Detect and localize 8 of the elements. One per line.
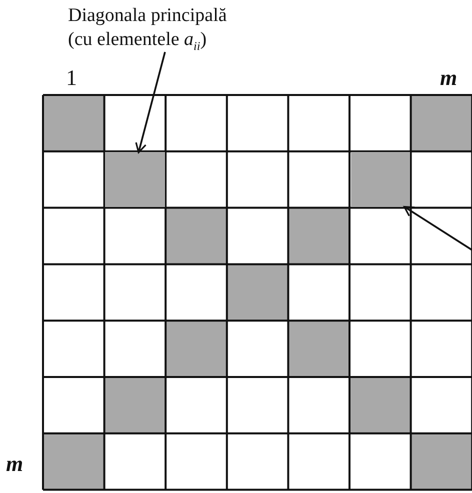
shaded-matrix-cell [350,152,410,207]
annotation-text: Diagonala principală (cu elementele a$_{ii}$) [68,4,253,58]
index-label: 1 [66,66,77,90]
shaded-matrix-cell [105,152,165,207]
arrow [135,52,166,154]
arrow [404,206,472,251]
index-label: m [440,66,458,90]
index-label: m [6,452,24,476]
